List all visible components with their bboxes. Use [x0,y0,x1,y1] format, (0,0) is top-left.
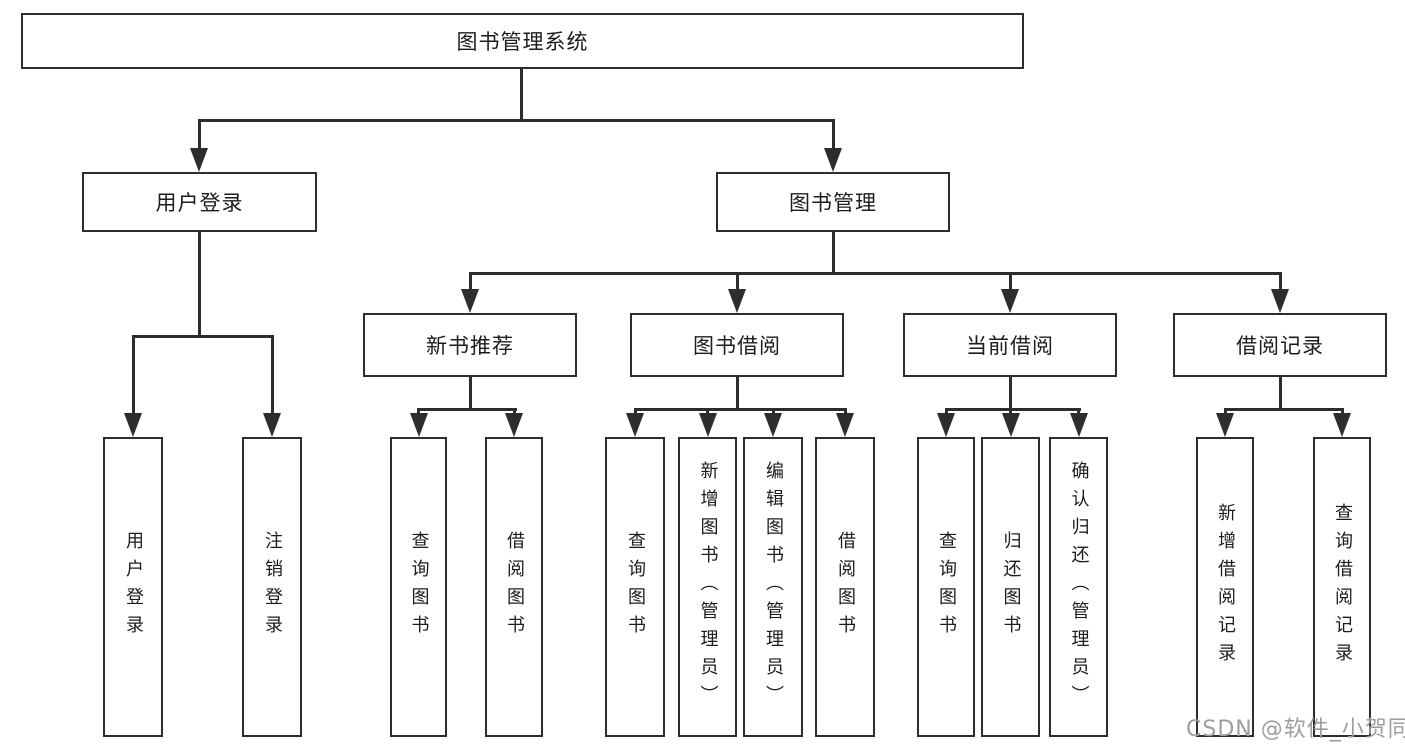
node-new-book-recommend-label: 新书推荐 [426,334,514,358]
arrow-down-icon [1069,413,1088,437]
leaf-query-borrow-record: 查询借阅记录 [1313,437,1371,737]
leaf-query-books-borrowing-label: 查询图书 [625,531,646,643]
connector-line [735,272,739,291]
connector-line [270,335,274,415]
arrow-down-icon [409,413,428,437]
connector-line [1278,272,1282,291]
connector-line [706,408,709,416]
leaf-confirm-return-admin: 确认归还（管理员） [1049,437,1108,737]
arrow-down-icon [1001,413,1020,437]
connector-line [417,408,420,416]
connector-line [468,377,472,408]
node-book-management-label: 图书管理 [789,191,877,215]
connector-line [197,119,835,122]
node-book-borrowing: 图书借阅 [630,313,844,377]
node-current-borrowing: 当前借阅 [903,313,1117,377]
arrow-down-icon [836,413,854,437]
connector-line [1008,377,1012,408]
node-borrowing-records: 借阅记录 [1173,313,1387,377]
leaf-borrow-books-recommend-label: 借阅图书 [504,531,525,643]
arrow-down-icon [461,289,479,313]
leaf-return-book-label: 归还图书 [1000,531,1022,643]
connector-line [131,335,274,338]
connector-line [944,408,948,416]
leaf-query-books-current-label: 查询图书 [936,531,957,643]
leaf-add-book-admin: 新增图书（管理员） [678,437,737,737]
leaf-edit-book-admin: 编辑图书（管理员） [743,437,803,737]
node-borrowing-records-label: 借阅记录 [1236,334,1324,358]
leaf-borrow-books-recommend: 借阅图书 [485,437,543,737]
arrow-down-icon [824,148,842,172]
leaf-add-borrow-record: 新增借阅记录 [1196,437,1254,737]
arrow-down-icon [937,413,955,437]
leaf-confirm-return-admin-label: 确认归还（管理员） [1068,461,1090,713]
node-new-book-recommend: 新书推荐 [363,313,577,377]
arrow-down-icon [1001,289,1019,313]
leaf-query-borrow-record-label: 查询借阅记录 [1332,503,1353,671]
leaf-borrow-books-borrowing-label: 借阅图书 [835,531,856,643]
node-current-borrowing-label: 当前借阅 [966,334,1054,358]
arrow-down-icon [1333,413,1351,437]
connector-line [633,408,637,416]
arrow-down-icon [505,413,523,437]
connector-line [417,408,517,411]
arrow-down-icon [698,413,717,437]
node-user-login-label: 用户登录 [155,191,244,215]
node-root-label: 图书管理系统 [456,30,589,54]
connector-line [131,335,135,415]
leaf-query-books-current: 查询图书 [917,437,975,737]
connector-line [1009,408,1012,416]
leaf-user-login-label: 用户登录 [123,531,144,643]
connector-line [468,272,472,291]
leaf-user-login: 用户登录 [103,437,163,737]
leaf-add-book-admin-label: 新增图书（管理员） [697,461,719,713]
connector-line [843,408,847,416]
connector-line [197,232,201,335]
leaf-borrow-books-borrowing: 借阅图书 [815,437,875,737]
connector-line [944,408,1081,411]
node-user-login: 用户登录 [82,172,317,232]
leaf-edit-book-admin-label: 编辑图书（管理员） [763,461,784,713]
connector-line [831,119,835,150]
connector-line [1278,377,1282,408]
connector-line [519,69,523,119]
leaf-add-borrow-record-label: 新增借阅记录 [1215,503,1236,671]
arrow-down-icon [626,413,644,437]
connector-line [735,377,739,408]
leaf-logout-label: 注销登录 [262,531,283,643]
leaf-logout: 注销登录 [242,437,302,737]
arrow-down-icon [1216,413,1234,437]
connector-line [771,408,775,416]
leaf-query-books-borrowing: 查询图书 [605,437,665,737]
csdn-watermark: CSDN @软件_小贺同学 [1186,717,1405,742]
connector-line [831,232,835,272]
arrow-down-icon [263,413,281,437]
connector-line [1223,408,1344,411]
connector-line [1340,408,1344,416]
leaf-return-book: 归还图书 [981,437,1040,737]
leaf-query-books-recommend-label: 查询图书 [408,531,430,643]
leaf-query-books-recommend: 查询图书 [390,437,447,737]
node-book-borrowing-label: 图书借阅 [693,334,781,358]
arrow-down-icon [1271,289,1289,313]
connector-line [633,408,847,411]
connector-line [1008,272,1012,291]
arrow-down-icon [190,148,208,172]
arrow-down-icon [124,413,142,437]
connector-line [1223,408,1227,416]
connector-line [468,272,1282,275]
connector-line [197,119,201,150]
arrow-down-icon [764,413,782,437]
node-book-management: 图书管理 [716,172,950,232]
connector-line [1077,408,1080,416]
arrow-down-icon [728,289,746,313]
connector-line [512,408,516,416]
node-root: 图书管理系统 [21,13,1024,69]
